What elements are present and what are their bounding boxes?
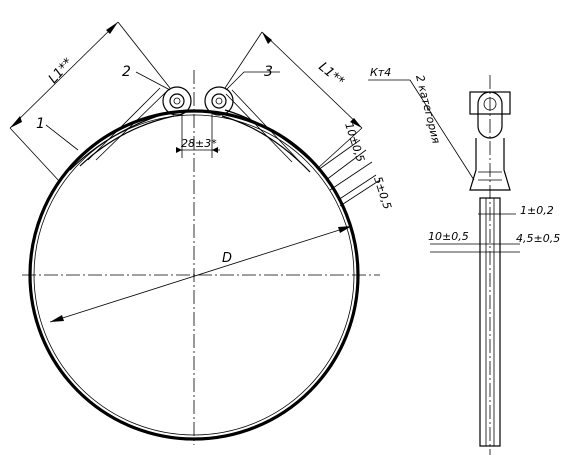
- weld-leader: [368, 79, 475, 181]
- center-lines: [22, 70, 491, 455]
- part-label-1: 1: [36, 116, 45, 132]
- diameter-dimension: [49, 225, 353, 323]
- part-label-3: 3: [264, 64, 273, 80]
- gap-label: 28±3*: [181, 137, 217, 150]
- L1-right-dimension: [224, 31, 363, 169]
- side-dim-b: 10±0,5: [428, 230, 469, 243]
- L1-left-dimension: [9, 21, 171, 183]
- gap-dimension: [176, 112, 220, 158]
- right-tolerance-markers: [317, 139, 381, 207]
- clamp-ring: [28, 109, 360, 441]
- side-view: [430, 91, 520, 447]
- right-strap: [221, 89, 319, 173]
- L1-right-label: L1**: [315, 60, 347, 90]
- side-dim-a: 1±0,2: [520, 204, 554, 217]
- tolerance-label-2: 5±0,5: [371, 175, 394, 211]
- left-strap: [69, 87, 175, 171]
- part-label-2: 2: [122, 64, 131, 80]
- weld-label: Кт4: [370, 66, 391, 79]
- diameter-label: D: [222, 251, 232, 266]
- part-leaders: [45, 71, 280, 151]
- side-dim-c: 4,5±0,5: [516, 232, 560, 245]
- L1-left-label: L1**: [46, 55, 77, 87]
- bolt-eye-right: [204, 86, 234, 116]
- bolt-eye-left: [162, 86, 192, 116]
- category-label: 2 категория: [413, 74, 443, 146]
